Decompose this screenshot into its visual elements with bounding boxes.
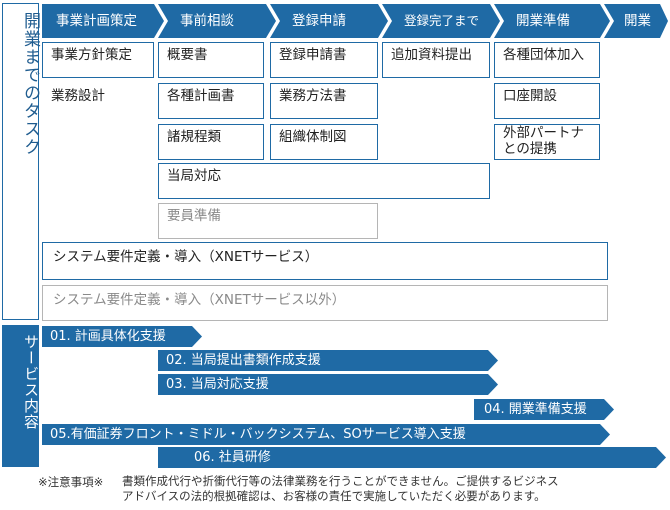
task-authority-response: 当局対応	[158, 163, 490, 199]
phase-until-registration-complete: 登録完了まで	[382, 4, 500, 38]
note-text: 書類作成代行や折衝代行等の法律業務を行うことができません。ご提供するビジネス ア…	[122, 474, 662, 504]
service-06-employee-training: 06. 社員研修	[158, 447, 666, 468]
services-sidebar-label: サービス内容	[22, 334, 40, 430]
task-business-design: 業務設計	[42, 83, 154, 119]
service-03-authority-support: 03. 当局対応支援	[158, 374, 498, 395]
service-05-system-introduction-support: 05.有価証券フロント・ミドル・バックシステム、SOサービス導入支援	[42, 424, 610, 445]
task-plans: 各種計画書	[158, 83, 264, 119]
task-external-partners: 外部パートナ との提携	[494, 124, 600, 160]
note-line-1: 書類作成代行や折衝代行等の法律業務を行うことができません。ご提供するビジネス	[122, 474, 559, 488]
service-02-document-support: 02. 当局提出書類作成支援	[158, 350, 498, 371]
services-sidebar: サービス内容	[2, 325, 40, 467]
service-04-opening-preparation-support: 04. 開業準備支援	[474, 399, 614, 420]
task-business-method-document: 業務方法書	[270, 83, 378, 119]
task-external-partners-line1: 外部パートナ	[503, 125, 584, 141]
task-organization-chart: 組織体制図	[270, 124, 378, 160]
phase-registration: 登録申請	[270, 4, 388, 38]
phase-opening-preparation: 開業準備	[494, 4, 610, 38]
task-additional-documents: 追加資料提出	[382, 42, 490, 78]
task-system-xnet: システム要件定義・導入（XNETサービス）	[42, 242, 608, 280]
task-business-policy: 事業方針策定	[42, 42, 154, 78]
task-overview-document: 概要書	[158, 42, 264, 78]
note-line-2: アドバイスの法的根拠確認は、お客様の責任で実施していただく必要があります。	[122, 489, 546, 503]
task-staffing: 要員準備	[158, 203, 378, 239]
tasks-sidebar: 開業までのタスク	[2, 3, 40, 320]
task-regulations: 諸規程類	[158, 124, 264, 160]
task-open-accounts: 口座開設	[494, 83, 600, 119]
note-label: ※注意事項※	[38, 475, 104, 489]
phase-pre-consultation: 事前相談	[158, 4, 276, 38]
service-01-planning-support: 01. 計画具体化支援	[42, 326, 202, 347]
task-join-associations: 各種団体加入	[494, 42, 600, 78]
phase-business-plan: 事業計画策定	[42, 4, 164, 38]
task-registration-application: 登録申請書	[270, 42, 378, 78]
tasks-sidebar-label: 開業までのタスク	[20, 12, 40, 156]
task-system-other: システム要件定義・導入（XNETサービス以外）	[42, 285, 608, 321]
phase-opening: 開業	[604, 4, 668, 38]
task-external-partners-line2: との提携	[503, 140, 557, 157]
